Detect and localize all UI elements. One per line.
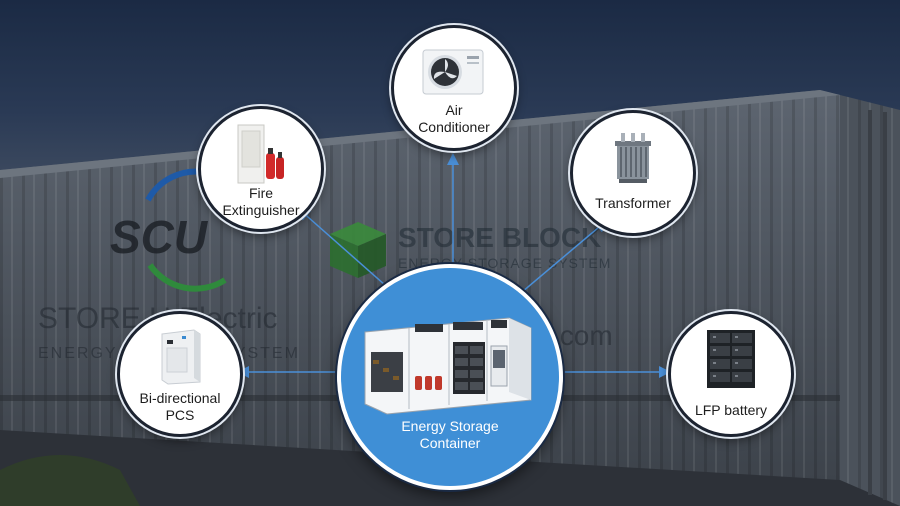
domain-fragment: .com — [552, 320, 613, 351]
air-conditioner-label-1: Air — [445, 102, 463, 118]
air-conditioner-label-2: Conditioner — [418, 119, 490, 135]
node-energy-storage-container: Energy Storage Container — [337, 264, 563, 490]
scu-logo-text: SCU — [110, 211, 208, 263]
node-transformer: Transformer — [570, 110, 696, 236]
brand-name: STORE BLOCK — [398, 222, 602, 253]
lfp-battery-label: LFP battery — [694, 402, 768, 418]
fire-extinguisher-label-1: Fire — [248, 185, 274, 201]
node-air-conditioner: Air Conditioner — [391, 25, 517, 151]
center-label-1: Energy Storage — [401, 418, 499, 434]
pcs-label-1: Bi-directional — [139, 390, 221, 406]
air-conditioner-icon — [422, 49, 484, 95]
fire-extinguisher-icon — [237, 124, 284, 184]
pcs-label-2: PCS — [165, 407, 195, 423]
transformer-label: Transformer — [595, 195, 671, 211]
battery-rack-icon — [707, 330, 755, 388]
node-lfp-battery: LFP battery — [668, 311, 794, 437]
node-fire-extinguisher: Fire Extinguisher — [198, 106, 324, 232]
fire-extinguisher-label-2: Extinguisher — [222, 202, 300, 218]
energy-storage-container-icon — [364, 317, 532, 415]
connector-transformer — [521, 220, 608, 293]
node-pcs: Bi-directional PCS — [117, 311, 243, 437]
center-label-2: Container — [419, 435, 481, 451]
pcs-cabinet-icon — [161, 329, 201, 385]
transformer-icon — [615, 133, 651, 183]
connector-fire-extinguisher — [297, 208, 386, 286]
